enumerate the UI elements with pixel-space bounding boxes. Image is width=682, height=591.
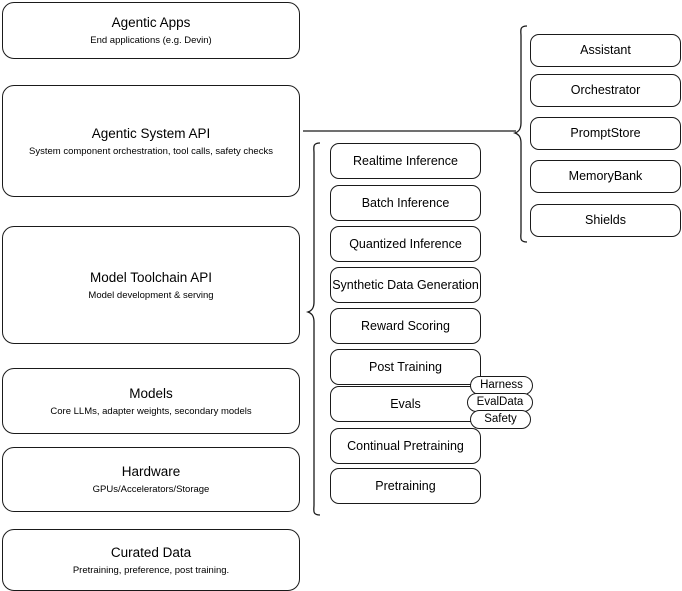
layer-subtitle: Pretraining, preference, post training. [72, 564, 230, 576]
item-label: Assistant [580, 43, 631, 57]
capability-synthetic-data-generation[interactable]: Synthetic Data Generation [330, 267, 481, 303]
layer-title: Model Toolchain API [89, 269, 213, 285]
layer-agentic-system-api[interactable]: Agentic System API System component orch… [2, 85, 300, 197]
capability-quantized-inference[interactable]: Quantized Inference [330, 226, 481, 262]
capability-continual-pretraining[interactable]: Continual Pretraining [330, 428, 481, 464]
capability-pretraining[interactable]: Pretraining [330, 468, 481, 504]
layer-subtitle: System component orchestration, tool cal… [29, 145, 273, 157]
item-label: Pretraining [375, 478, 436, 493]
layer-subtitle: End applications (e.g. Devin) [90, 35, 212, 46]
layer-title: Curated Data [110, 544, 192, 560]
right-curly-brace [512, 25, 528, 243]
item-label: Continual Pretraining [347, 438, 464, 453]
layer-subtitle: GPUs/Accelerators/Storage [92, 484, 210, 495]
layer-hardware[interactable]: Hardware GPUs/Accelerators/Storage [2, 447, 300, 512]
capability-evals[interactable]: Evals [330, 386, 481, 422]
capability-reward-scoring[interactable]: Reward Scoring [330, 308, 481, 344]
layer-curated-data[interactable]: Curated Data Pretraining, preference, po… [2, 529, 300, 591]
layer-title: Models [129, 385, 173, 401]
item-label: Realtime Inference [353, 153, 458, 168]
layer-title: Hardware [121, 464, 181, 479]
component-promptstore[interactable]: PromptStore [530, 117, 681, 150]
item-label: Evals [390, 396, 421, 411]
layer-title: Agentic System API [91, 125, 211, 141]
item-label: Synthetic Data Generation [332, 277, 479, 292]
item-label: PromptStore [570, 126, 641, 140]
badge-label: Safety [484, 413, 517, 425]
layer-model-toolchain-api[interactable]: Model Toolchain API Model development & … [2, 226, 300, 344]
item-label: Post Training [369, 359, 442, 374]
item-label: Shields [585, 213, 626, 227]
layer-subtitle: Core LLMs, adapter weights, secondary mo… [50, 405, 252, 417]
component-assistant[interactable]: Assistant [530, 34, 681, 67]
capability-realtime-inference[interactable]: Realtime Inference [330, 143, 481, 179]
item-label: Quantized Inference [349, 236, 462, 251]
layer-agentic-apps[interactable]: Agentic Apps End applications (e.g. Devi… [2, 2, 300, 59]
component-orchestrator[interactable]: Orchestrator [530, 74, 681, 107]
layer-models[interactable]: Models Core LLMs, adapter weights, secon… [2, 368, 300, 434]
layer-subtitle: Model development & serving [88, 289, 214, 301]
item-label: Orchestrator [570, 83, 641, 97]
badge-label: Harness [480, 379, 523, 391]
item-label: MemoryBank [568, 169, 643, 183]
middle-curly-brace [305, 142, 321, 516]
component-shields[interactable]: Shields [530, 204, 681, 237]
badge-label: EvalData [476, 396, 524, 408]
item-label: Reward Scoring [361, 318, 450, 333]
component-memorybank[interactable]: MemoryBank [530, 160, 681, 193]
capability-batch-inference[interactable]: Batch Inference [330, 185, 481, 221]
layer-title: Agentic Apps [111, 15, 191, 30]
badge-safety[interactable]: Safety [470, 410, 531, 429]
capability-post-training[interactable]: Post Training [330, 349, 481, 385]
item-label: Batch Inference [361, 195, 450, 210]
